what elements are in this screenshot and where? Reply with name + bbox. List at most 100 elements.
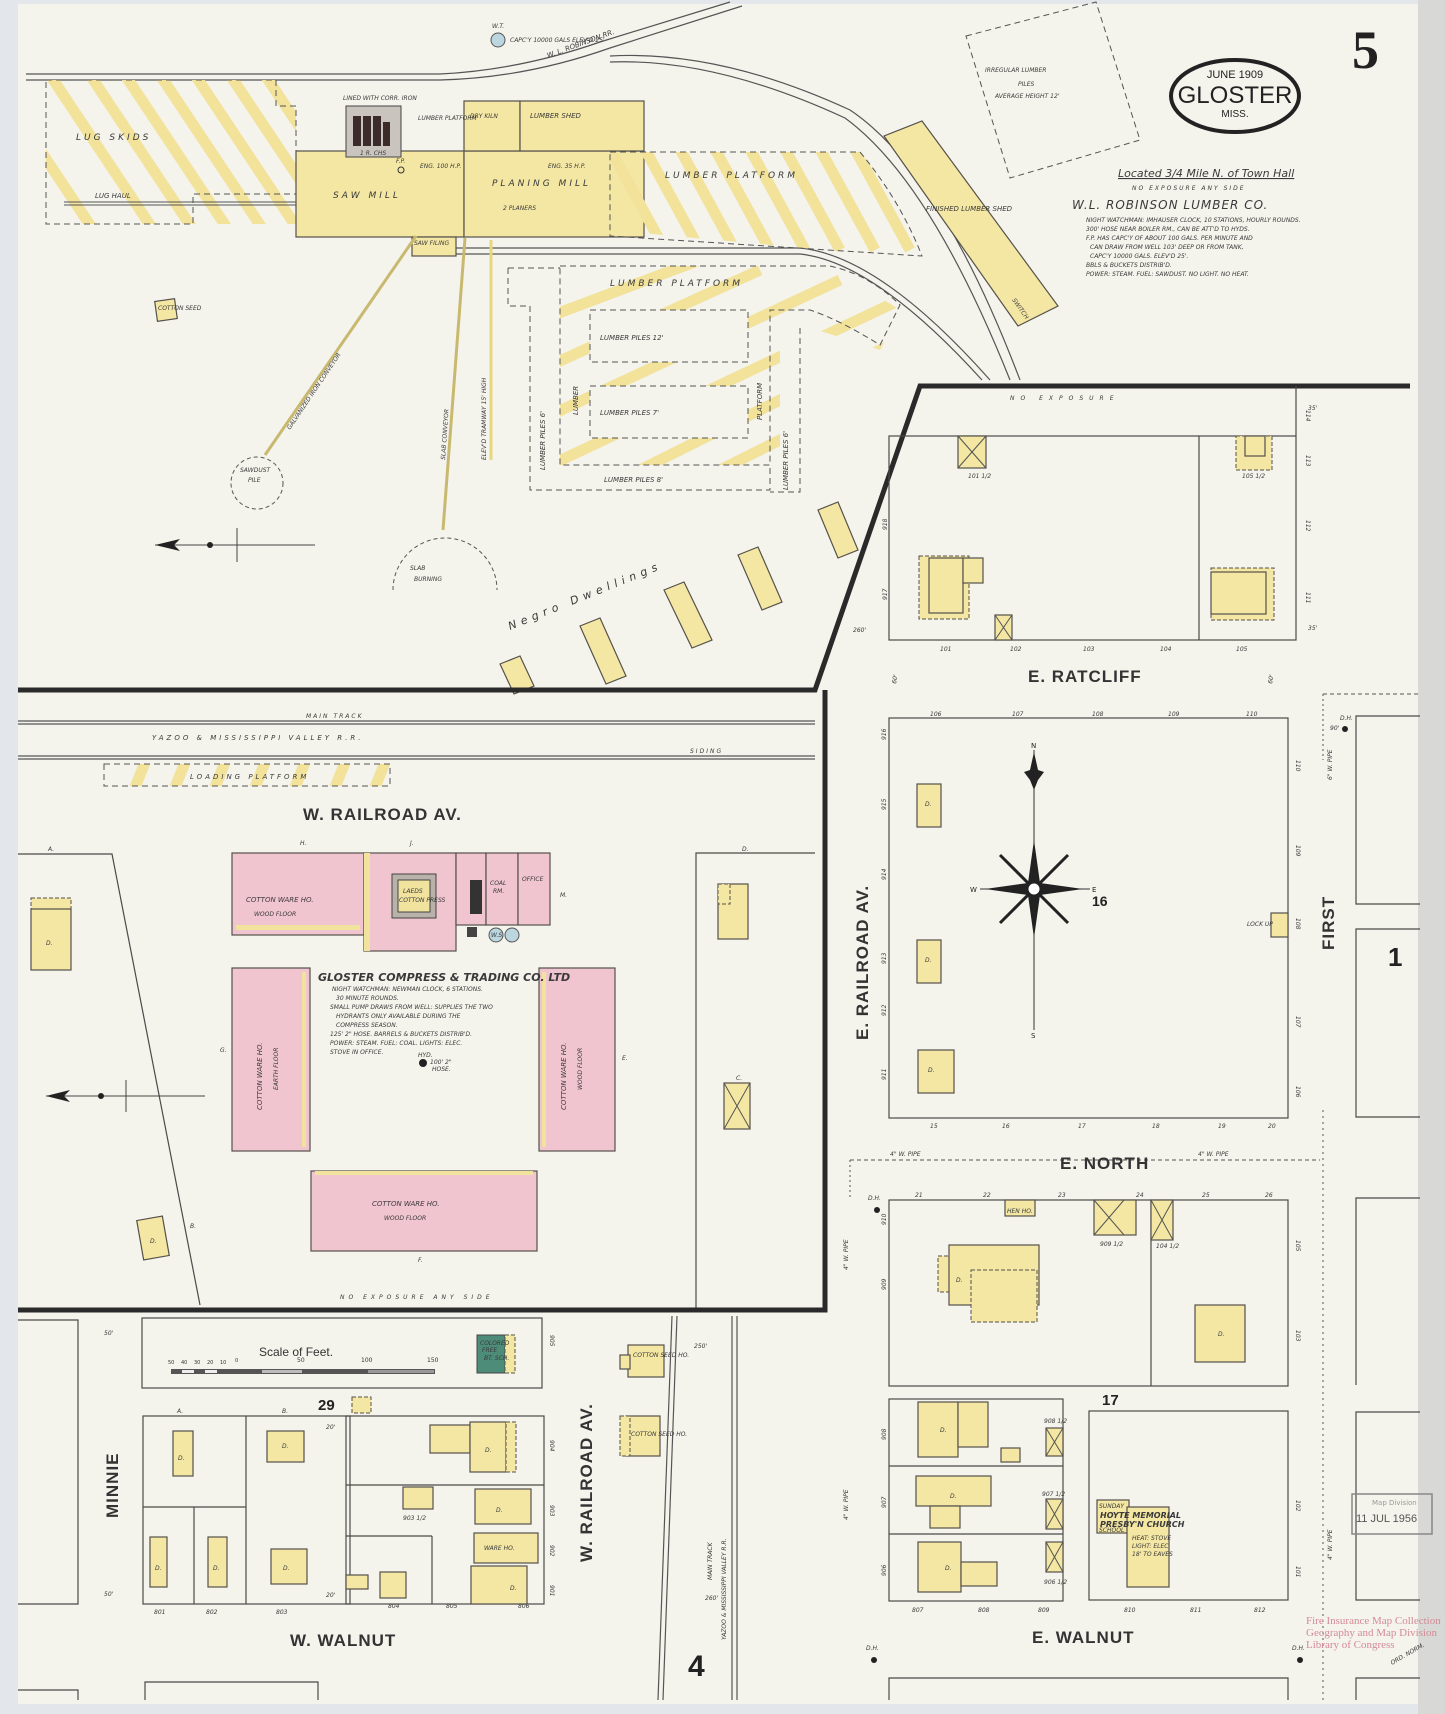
svg-text:LUG SKIDS: LUG SKIDS	[76, 133, 151, 143]
svg-text:Geography and Map Division: Geography and Map Division	[1306, 1627, 1438, 1639]
svg-text:CAPC'Y 10000 GALS. ELEV'D 25'.: CAPC'Y 10000 GALS. ELEV'D 25'.	[1090, 253, 1189, 260]
svg-text:D.: D.	[940, 1427, 947, 1434]
svg-text:914: 914	[881, 868, 888, 880]
svg-text:COAL: COAL	[490, 880, 506, 887]
svg-text:LAEDS: LAEDS	[403, 888, 423, 895]
svg-text:D.: D.	[925, 801, 932, 808]
svg-text:LOADING PLATFORM: LOADING PLATFORM	[190, 773, 309, 781]
svg-text:802: 802	[206, 1609, 218, 1616]
svg-text:D.: D.	[46, 940, 53, 947]
svg-text:POWER: STEAM. FUEL: SAWDUST. N: POWER: STEAM. FUEL: SAWDUST. NO LIGHT. N…	[1086, 271, 1249, 278]
svg-text:WARE HO.: WARE HO.	[484, 1545, 515, 1552]
railroad-strip: MAIN TRACK YAZOO & MISSISSIPPI VALLEY R.…	[18, 713, 815, 787]
svg-text:260': 260'	[705, 1595, 718, 1602]
svg-text:JUNE 1909: JUNE 1909	[1207, 69, 1263, 81]
street-first: FIRST	[1319, 896, 1338, 950]
svg-text:M.: M.	[560, 892, 567, 899]
svg-text:COTTON SEED: COTTON SEED	[158, 305, 202, 312]
svg-text:BT. SCH.: BT. SCH.	[484, 1355, 509, 1362]
svg-text:B.: B.	[282, 1408, 288, 1415]
svg-text:35': 35'	[1308, 405, 1318, 412]
svg-text:2 PLANERS: 2 PLANERS	[503, 205, 536, 212]
svg-text:29: 29	[318, 1397, 335, 1414]
svg-text:D.: D.	[178, 1455, 185, 1462]
svg-text:22: 22	[983, 1192, 991, 1199]
compress-boundary	[18, 690, 828, 1313]
svg-text:D.: D.	[150, 1238, 157, 1245]
ymv-railroad-vertical: MAIN TRACK YAZOO & MISSISSIPPI VALLEY R.…	[657, 1315, 738, 1701]
svg-text:105: 105	[1236, 646, 1248, 653]
svg-text:LUMBER PILES 12': LUMBER PILES 12'	[600, 334, 664, 342]
svg-text:913: 913	[881, 952, 888, 964]
svg-text:20: 20	[1268, 1123, 1276, 1130]
svg-text:PILES: PILES	[1018, 81, 1035, 88]
svg-text:108: 108	[1294, 918, 1301, 930]
svg-text:S: S	[1031, 1032, 1036, 1040]
street-w-railroad-av: W. RAILROAD AV.	[303, 805, 462, 824]
svg-text:LINED WITH CORR. IRON: LINED WITH CORR. IRON	[343, 95, 417, 102]
svg-text:101: 101	[1294, 1566, 1301, 1577]
svg-text:6" W. PIPE: 6" W. PIPE	[1327, 749, 1334, 780]
svg-text:111: 111	[1304, 592, 1311, 603]
svg-text:ORD. NORM.: ORD. NORM.	[1390, 1642, 1426, 1667]
svg-text:LUMBER PLATFORM: LUMBER PLATFORM	[665, 171, 798, 181]
svg-text:SMALL PUMP DRAWS FROM WELL: SU: SMALL PUMP DRAWS FROM WELL: SUPPLIES THE…	[330, 1004, 493, 1011]
svg-text:HYD.: HYD.	[418, 1052, 433, 1059]
svg-text:BURNING: BURNING	[414, 576, 442, 583]
street-e-walnut: E. WALNUT	[1032, 1628, 1135, 1647]
svg-text:COTTON SEED HO.: COTTON SEED HO.	[631, 1431, 687, 1438]
svg-text:F.P. HAS CAPC'Y OF ABOUT 100 G: F.P. HAS CAPC'Y OF ABOUT 100 GALS. PER M…	[1086, 235, 1253, 242]
svg-text:812: 812	[1254, 1607, 1266, 1614]
svg-text:PRESBY'N CHURCH: PRESBY'N CHURCH	[1100, 1520, 1185, 1529]
svg-text:805: 805	[446, 1603, 458, 1610]
svg-text:HYDRANTS ONLY AVAILABLE DURING: HYDRANTS ONLY AVAILABLE DURING THE	[336, 1013, 461, 1020]
svg-text:109: 109	[1294, 845, 1301, 857]
svg-text:4" W. PIPE: 4" W. PIPE	[890, 1151, 921, 1158]
svg-text:16: 16	[1092, 893, 1108, 909]
svg-text:110: 110	[1246, 711, 1258, 718]
svg-text:ENG. 100 H.P.: ENG. 100 H.P.	[420, 163, 461, 170]
svg-text:4" W. PIPE: 4" W. PIPE	[1327, 1529, 1334, 1560]
street-minnie: MINNIE	[103, 1453, 122, 1519]
svg-text:MAIN TRACK: MAIN TRACK	[707, 1541, 714, 1580]
svg-text:4" W. PIPE: 4" W. PIPE	[1198, 1151, 1229, 1158]
svg-text:LUMBER PLATFORM: LUMBER PLATFORM	[610, 279, 743, 289]
svg-text:101 1/2: 101 1/2	[968, 473, 991, 480]
street-e-north: E. NORTH	[1060, 1154, 1149, 1173]
svg-text:D.H.: D.H.	[866, 1645, 879, 1652]
svg-text:Map Division: Map Division	[1372, 1499, 1417, 1507]
svg-text:SAW MILL: SAW MILL	[333, 191, 401, 201]
svg-text:D.: D.	[742, 846, 749, 853]
svg-text:903 1/2: 903 1/2	[403, 1515, 426, 1522]
lumber-yard: LUMBER PLATFORM LUMBER PILES 12' LUMBER …	[507, 265, 901, 493]
svg-text:D.: D.	[496, 1507, 503, 1514]
svg-text:COTTON WARE HO.: COTTON WARE HO.	[256, 1042, 264, 1110]
svg-text:B.: B.	[190, 1223, 196, 1230]
svg-text:D.H.: D.H.	[868, 1195, 881, 1202]
svg-text:106: 106	[930, 711, 942, 718]
svg-text:125' 2" HOSE. BARRELS & BUCKET: 125' 2" HOSE. BARRELS & BUCKETS DISTRIB'…	[330, 1031, 472, 1038]
svg-text:4" W. PIPE: 4" W. PIPE	[843, 1489, 850, 1520]
svg-text:903: 903	[548, 1505, 555, 1517]
svg-text:F.: F.	[418, 1257, 423, 1264]
svg-text:D.: D.	[283, 1565, 290, 1572]
water-tank: W.T. CAPC'Y 10000 GALS ELEV'D 25'	[490, 23, 605, 48]
svg-text:WOOD FLOOR: WOOD FLOOR	[577, 1048, 584, 1090]
svg-text:DRY KILN: DRY KILN	[470, 113, 498, 120]
street-w-walnut: W. WALNUT	[290, 1631, 396, 1650]
block-17: 17 D. D. D. 908 1/2 907 1/2 906 1/2 SUND…	[881, 1392, 1301, 1614]
svg-text:W: W	[970, 886, 977, 894]
svg-text:W.T.: W.T.	[492, 23, 504, 30]
svg-text:PLATFORM: PLATFORM	[756, 383, 764, 420]
svg-text:907 1/2: 907 1/2	[1042, 1491, 1065, 1498]
sheet-edge	[1418, 0, 1445, 1714]
svg-text:10: 10	[220, 1360, 226, 1366]
svg-text:103: 103	[1083, 646, 1095, 653]
negro-dwellings: Negro Dwellings	[499, 501, 859, 695]
svg-text:FREE: FREE	[482, 1347, 497, 1354]
svg-text:105 1/2: 105 1/2	[1242, 473, 1265, 480]
svg-text:D.: D.	[282, 1443, 289, 1450]
svg-text:911: 911	[881, 1069, 888, 1080]
svg-text:906: 906	[881, 1564, 888, 1576]
